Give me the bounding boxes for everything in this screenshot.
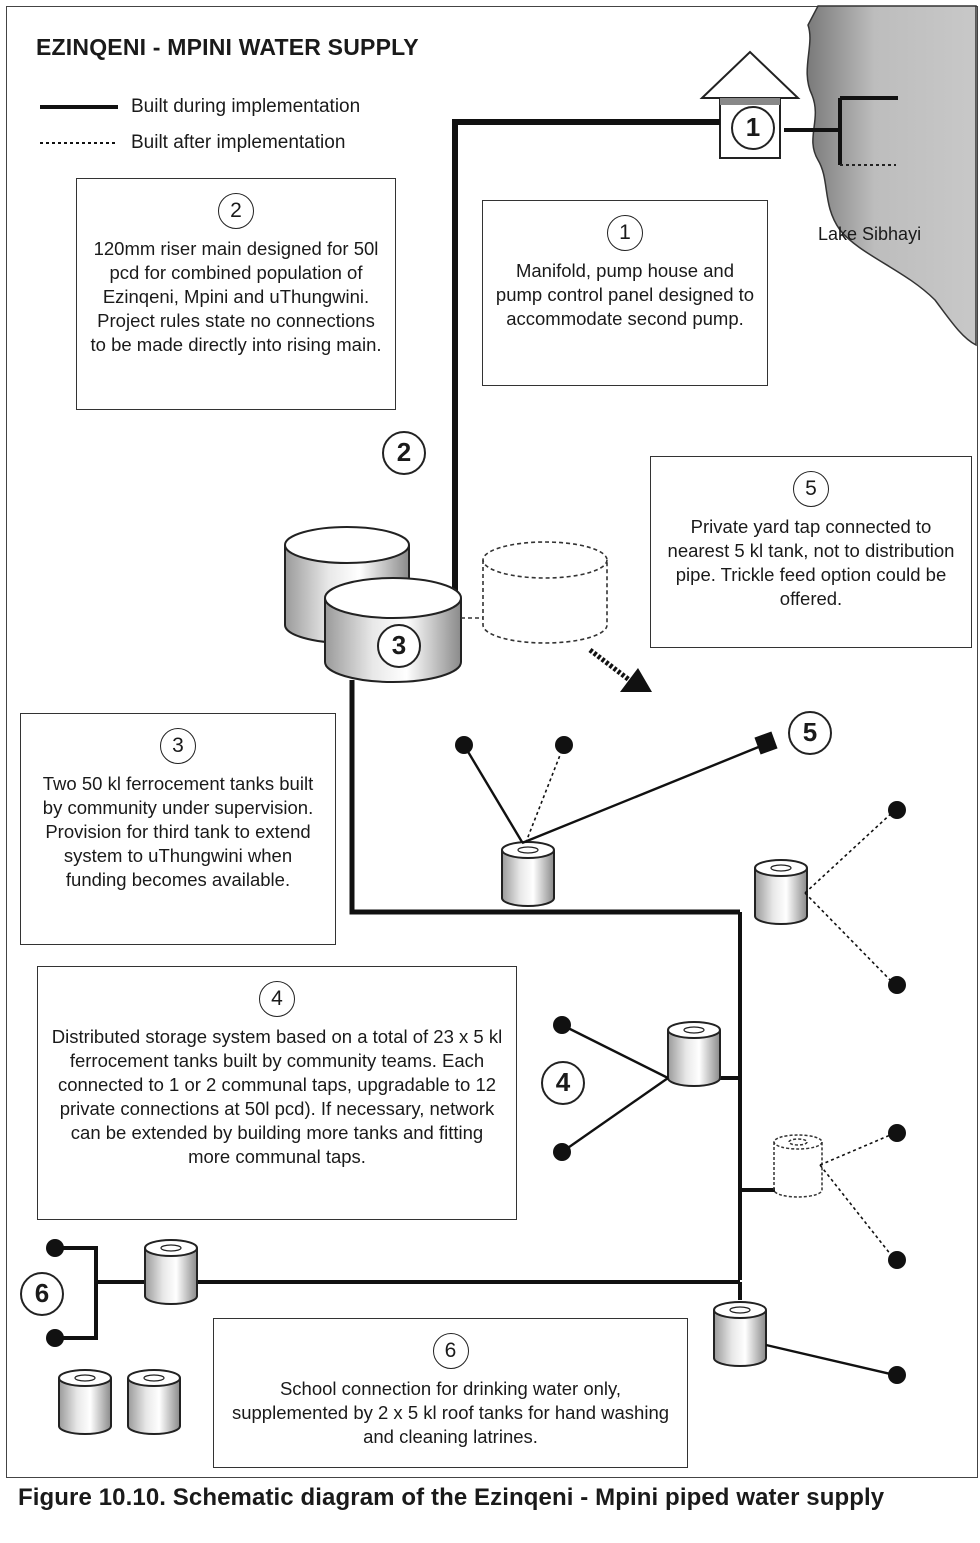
callout-4: 4 <box>541 1061 585 1105</box>
note-box-1: 1 Manifold, pump house and pump control … <box>482 200 768 386</box>
note-number: 1 <box>607 215 643 251</box>
future-small-tank <box>773 1134 823 1198</box>
note-text: Two 50 kl ferrocement tanks built by com… <box>42 773 314 890</box>
private-yard-tap <box>754 731 778 755</box>
rising-main-pipe <box>452 119 720 600</box>
note-text: Manifold, pump house and pump control pa… <box>495 260 755 329</box>
note-box-6: 6 School connection for drinking water o… <box>213 1318 688 1468</box>
future-tank <box>482 541 608 644</box>
tank-right-upper <box>754 859 808 925</box>
figure-caption: Figure 10.10. Schematic diagram of the E… <box>18 1484 885 1511</box>
callout-6: 6 <box>20 1272 64 1316</box>
note-box-4: 4 Distributed storage system based on a … <box>37 966 517 1220</box>
callout-3: 3 <box>377 624 421 668</box>
note-text: School connection for drinking water onl… <box>231 1378 670 1447</box>
roof-tank-2 <box>127 1369 181 1435</box>
note-number: 6 <box>432 1333 469 1369</box>
note-number: 2 <box>218 193 254 229</box>
intake-manifold <box>784 96 898 165</box>
lake-shape <box>806 5 977 347</box>
extension-arrow <box>620 668 652 692</box>
note-number: 4 <box>259 981 295 1017</box>
diagram-title: EZINQENI - MPINI WATER SUPPLY <box>36 34 419 60</box>
communal-tap <box>455 736 473 754</box>
legend-solid-label: Built during implementation <box>131 96 361 117</box>
callout-5: 5 <box>788 711 832 755</box>
tank-bottom-right <box>713 1301 767 1367</box>
future-tap <box>555 736 573 754</box>
note-text: Private yard tap connected to nearest 5 … <box>667 516 955 609</box>
note-text: Distributed storage system based on a to… <box>51 1026 503 1167</box>
note-number: 3 <box>160 728 196 764</box>
tank-yard <box>501 841 555 907</box>
note-box-5: 5 Private yard tap connected to nearest … <box>650 456 972 648</box>
note-box-2: 2 120mm riser main designed for 50l pcd … <box>76 178 396 410</box>
roof-tank-1 <box>58 1369 112 1435</box>
diagram-frame <box>6 6 978 1478</box>
callout-2: 2 <box>382 431 426 475</box>
lake-label: Lake Sibhayi <box>818 224 922 244</box>
note-box-3: 3 Two 50 kl ferrocement tanks built by c… <box>20 713 336 945</box>
tank-communal <box>667 1021 721 1087</box>
note-number: 5 <box>793 471 829 507</box>
note-text: 120mm riser main designed for 50l pcd fo… <box>90 238 382 355</box>
distribution-pipe <box>349 680 740 915</box>
legend-dotted-label: Built after implementation <box>131 132 346 153</box>
tank-school <box>144 1239 198 1305</box>
callout-1: 1 <box>731 106 775 150</box>
